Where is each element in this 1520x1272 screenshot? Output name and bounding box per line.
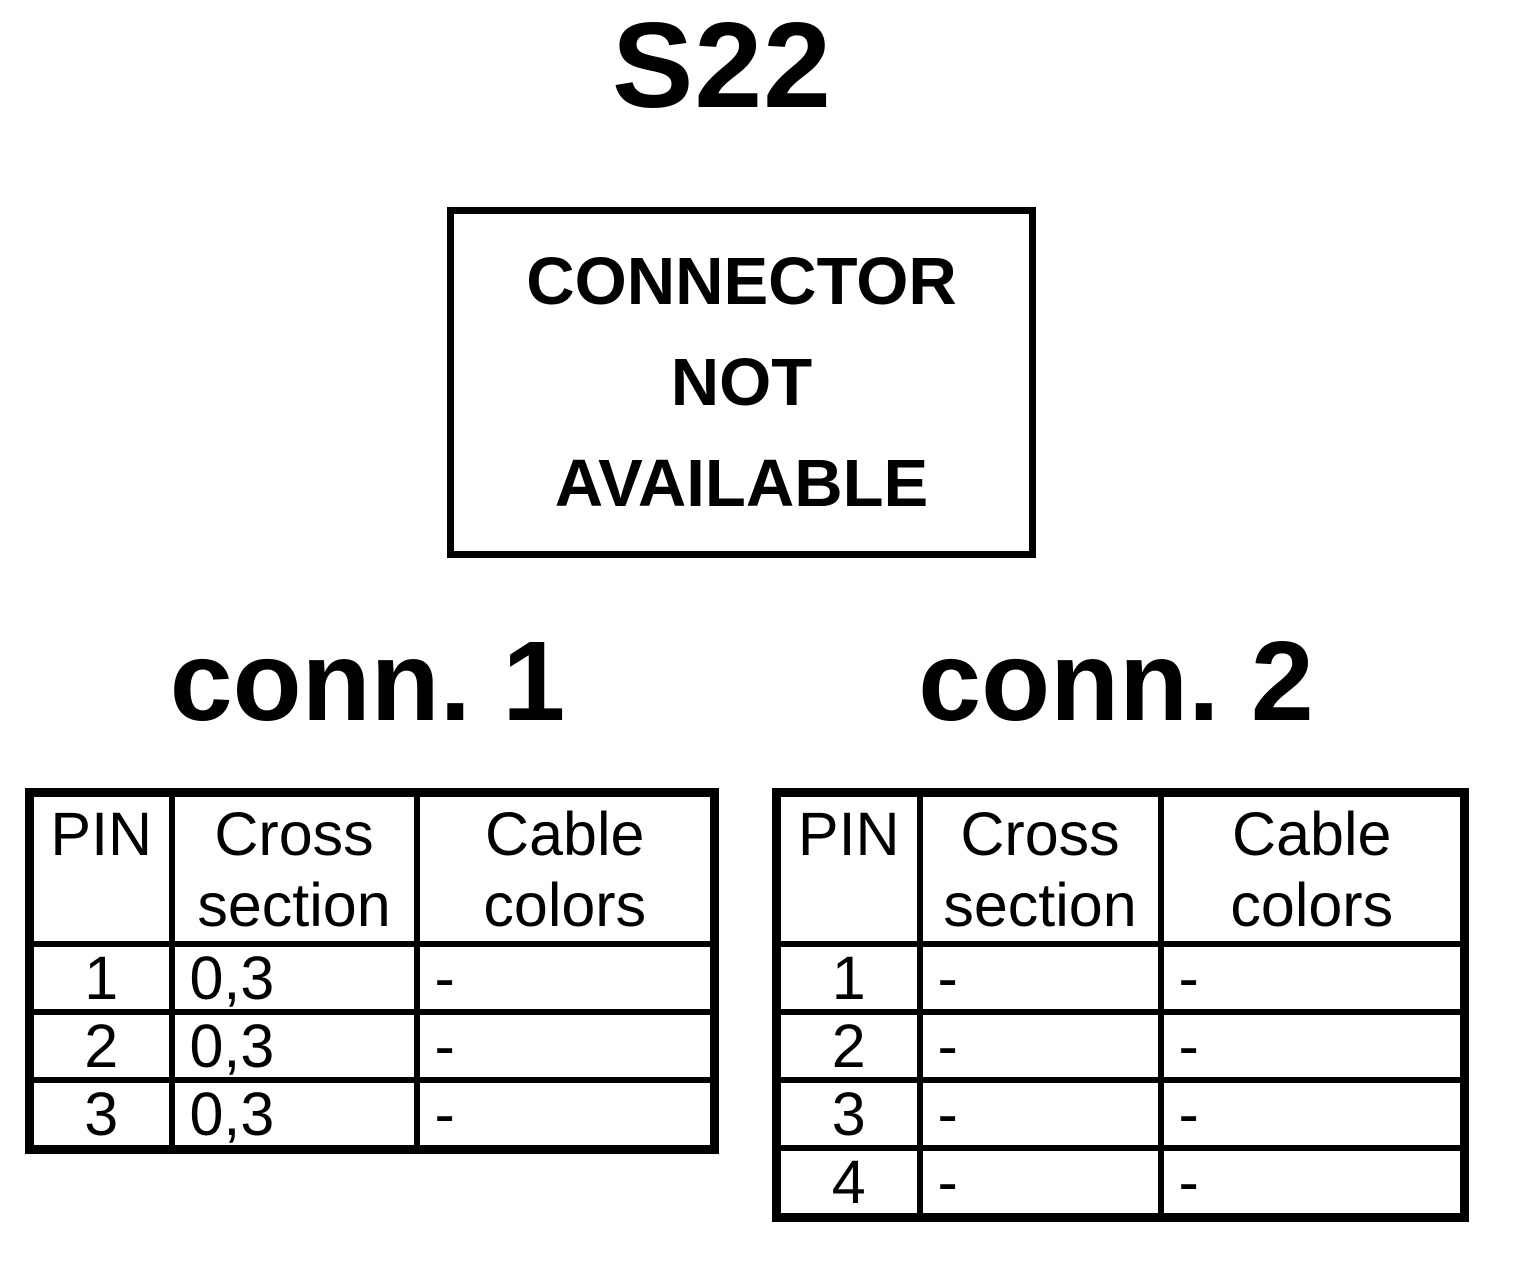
notice-line-1: CONNECTOR: [526, 244, 957, 319]
cable-colors-cell: -: [413, 1077, 718, 1153]
pin-number-cell: 3: [773, 1077, 923, 1151]
cable-colors-cell: -: [1157, 1145, 1468, 1221]
cable-colors-cell: -: [1157, 1077, 1468, 1151]
cross-section-cell: -: [916, 1009, 1164, 1083]
conn-2-header-row: PIN Cross section Cable colors: [773, 789, 1468, 947]
cable-colors-cell: -: [1157, 1009, 1468, 1083]
cross-section-cell: -: [916, 941, 1164, 1015]
pin-number-cell: 2: [773, 1009, 923, 1083]
cable-colors-cell: -: [413, 1009, 718, 1083]
table-row: 4 - -: [773, 1145, 1468, 1221]
table-row: 1 0,3 -: [26, 941, 718, 1015]
table-row: 2 - -: [773, 1009, 1468, 1083]
connector-not-available-box: CONNECTOR NOT AVAILABLE: [447, 207, 1036, 558]
conn-1-column-header-pin: PIN: [26, 789, 175, 947]
conn-2-column-header-pin: PIN: [773, 789, 923, 947]
pin-number-cell: 1: [26, 941, 175, 1015]
table-row: 3 - -: [773, 1077, 1468, 1151]
table-row: 2 0,3 -: [26, 1009, 718, 1083]
notice-line-3: AVAILABLE: [554, 446, 929, 521]
conn-1-column-header-cable-colors: Cable colors: [413, 789, 718, 947]
pin-number-cell: 3: [26, 1077, 175, 1153]
pin-number-cell: 1: [773, 941, 923, 1015]
cable-colors-cell: -: [1157, 941, 1468, 1015]
table-row: 3 0,3 -: [26, 1077, 718, 1153]
conn-1-column-header-cross-section: Cross section: [168, 789, 420, 947]
cross-section-cell: 0,3: [168, 1009, 420, 1083]
conn-2-pin-table: PIN Cross section Cable colors 1 - - 2 -…: [772, 788, 1469, 1222]
conn-2-title: conn. 2: [918, 618, 1314, 744]
cross-section-cell: -: [916, 1077, 1164, 1151]
table-row: 1 - -: [773, 941, 1468, 1015]
cable-colors-cell: -: [413, 941, 718, 1015]
conn-2-column-header-cable-colors: Cable colors: [1157, 789, 1468, 947]
pin-number-cell: 2: [26, 1009, 175, 1083]
page-title: S22: [611, 0, 833, 133]
conn-2-column-header-cross-section: Cross section: [916, 789, 1164, 947]
cross-section-cell: -: [916, 1145, 1164, 1221]
cross-section-cell: 0,3: [168, 941, 420, 1015]
conn-1-pin-table: PIN Cross section Cable colors 1 0,3 - 2…: [25, 788, 719, 1154]
notice-line-2: NOT: [670, 345, 813, 420]
pin-number-cell: 4: [773, 1145, 923, 1221]
conn-1-header-row: PIN Cross section Cable colors: [26, 789, 718, 947]
cross-section-cell: 0,3: [168, 1077, 420, 1153]
conn-1-title: conn. 1: [169, 618, 566, 744]
